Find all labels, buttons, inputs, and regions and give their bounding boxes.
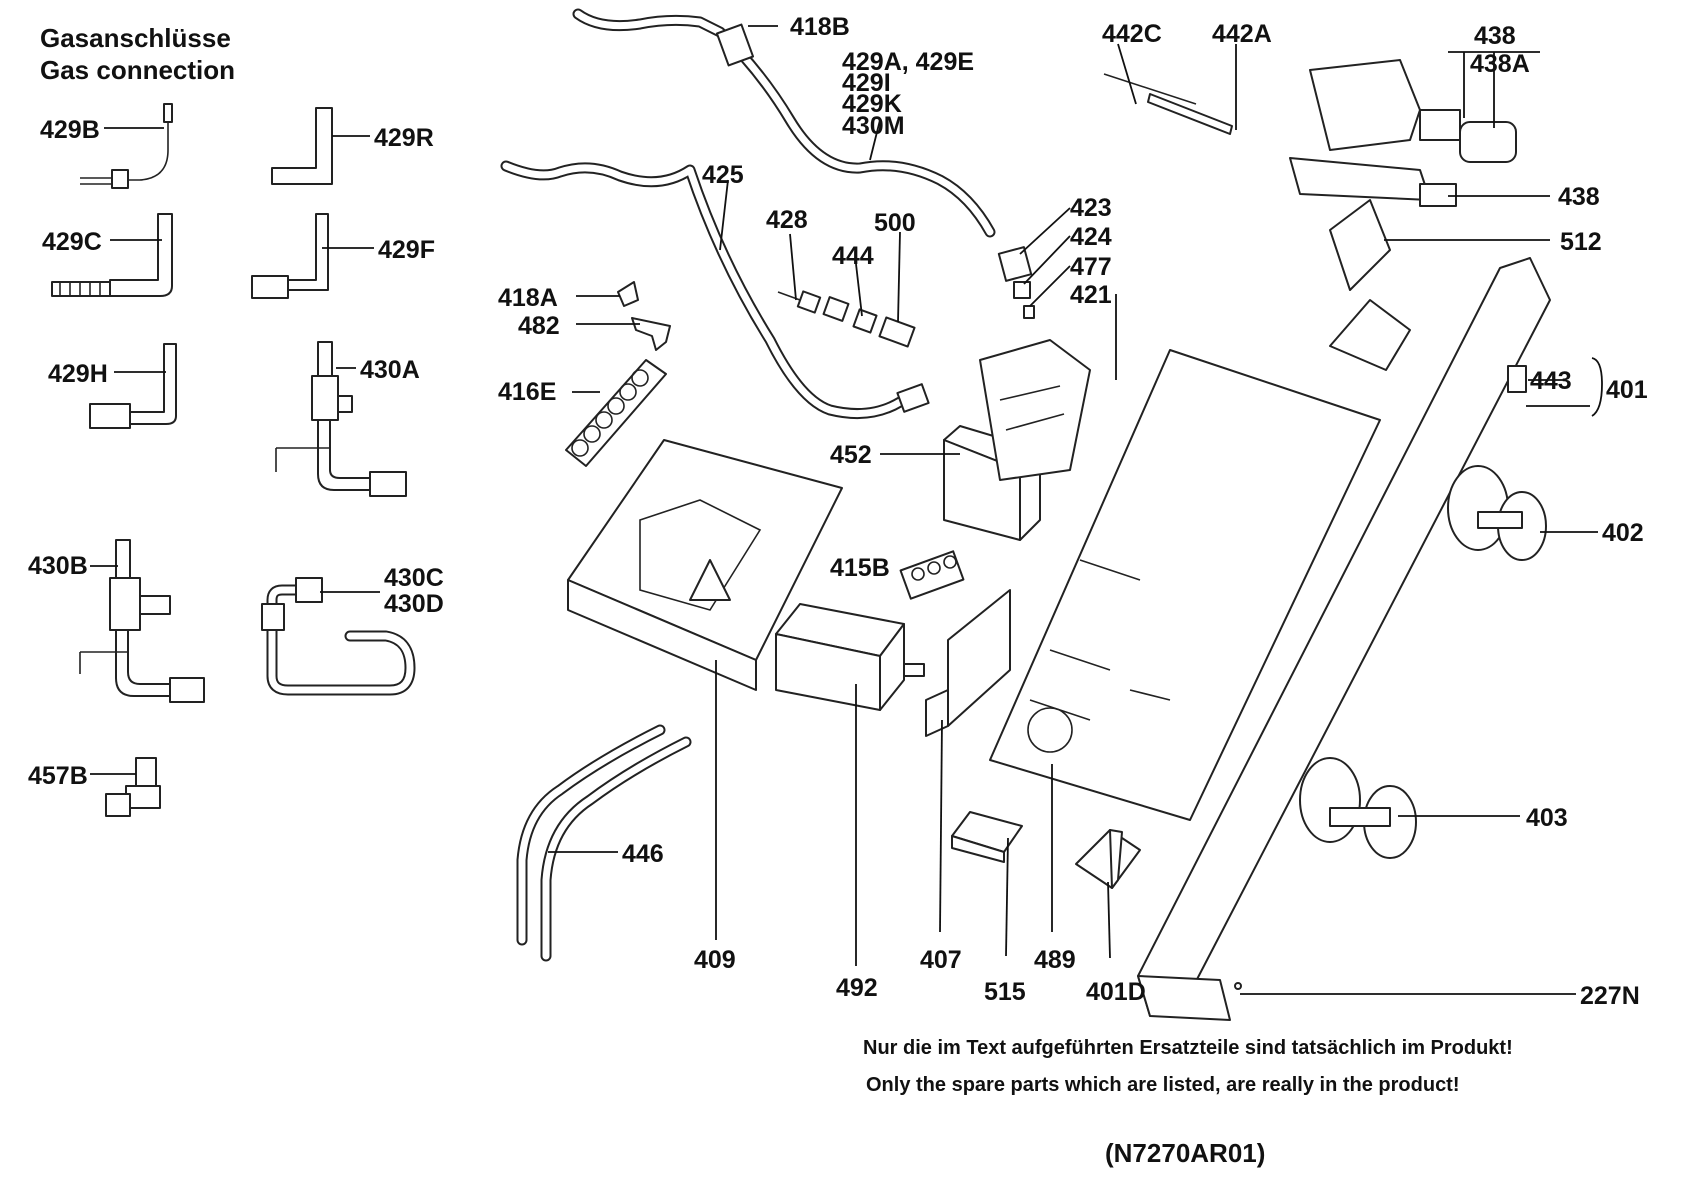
- gas-hoses-446: [516, 724, 692, 962]
- fitting-429R: [271, 107, 333, 185]
- fitting-430B: [79, 539, 205, 703]
- circuit-board-489: [989, 349, 1381, 821]
- heading-english: Gas connection: [40, 55, 236, 85]
- callout-421: 421: [1070, 281, 1112, 309]
- callout-515: 515: [984, 978, 1026, 1006]
- spring-482: [631, 317, 671, 351]
- ignitor-438: [1309, 59, 1517, 163]
- callout-512: 512: [1560, 228, 1602, 256]
- callout-429I: 429I: [842, 69, 891, 97]
- bracket-upper: [1329, 299, 1411, 371]
- callout-429K: 429K: [842, 90, 902, 118]
- drawing-number: (N7270AR01): [1105, 1138, 1266, 1168]
- callout-477: 477: [1070, 253, 1112, 281]
- knob-402: [1447, 465, 1547, 561]
- terminal-block-416E: [565, 359, 667, 467]
- callout-489: 489: [1034, 946, 1076, 974]
- heading-german: Gasanschlüsse: [40, 23, 231, 53]
- fitting-430A: [275, 341, 407, 497]
- fascia-panel-401: [1137, 257, 1551, 1021]
- note-german: Nur die im Text aufgeführten Ersatzteile…: [863, 1037, 1513, 1059]
- cover-409: [567, 439, 843, 691]
- callout-482: 482: [518, 312, 560, 340]
- callout-457B: 457B: [28, 762, 88, 790]
- ignitor-rods-442: [1103, 73, 1233, 135]
- callout-500: 500: [874, 209, 916, 237]
- callout-428: 428: [766, 206, 808, 234]
- callout-444: 444: [832, 242, 874, 270]
- terminal-block-415B: [899, 550, 965, 600]
- bracket-401D: [1075, 829, 1141, 889]
- callout-443: 443: [1530, 367, 1572, 395]
- callout-423: 423: [1070, 194, 1112, 222]
- callout-416E: 416E: [498, 378, 556, 406]
- callout-429C: 429C: [42, 228, 102, 256]
- callout-442A: 442A: [1212, 20, 1272, 48]
- callout-424: 424: [1070, 223, 1112, 251]
- callout-429B: 429B: [40, 116, 100, 144]
- screw-227N: [1234, 982, 1242, 990]
- callout-438-top: 438: [1474, 22, 1516, 50]
- bracket-512: [1329, 199, 1391, 291]
- callout-430D: 430D: [384, 590, 444, 618]
- callout-415B: 415B: [830, 554, 890, 582]
- callout-429H: 429H: [48, 360, 108, 388]
- callout-492: 492: [836, 974, 878, 1002]
- gas-connection-heading: Gasanschlüsse Gas connection: [40, 22, 235, 86]
- bracket-407: [925, 589, 1011, 737]
- fitting-429C: [51, 213, 173, 297]
- callout-446: 446: [622, 840, 664, 868]
- nut-423-424-477: [997, 246, 1035, 319]
- callout-442C: 442C: [1102, 20, 1162, 48]
- fitting-429F: [251, 213, 329, 299]
- holder-515: [951, 811, 1023, 863]
- fitting-429B: [80, 103, 173, 189]
- callout-429F: 429F: [378, 236, 435, 264]
- pipe-418B-429A: [572, 8, 996, 238]
- callout-403: 403: [1526, 804, 1568, 832]
- callout-438A: 438A: [1470, 50, 1530, 78]
- spark-plug-438: [1289, 157, 1457, 207]
- callout-401D: 401D: [1086, 978, 1146, 1006]
- callout-227N: 227N: [1580, 982, 1640, 1010]
- callout-438: 438: [1558, 183, 1600, 211]
- fitting-429H: [89, 343, 177, 429]
- knob-403: [1299, 757, 1417, 859]
- button-443: [1507, 365, 1527, 393]
- callout-430C: 430C: [384, 564, 444, 592]
- pipe-425: [500, 160, 930, 420]
- fitting-457B: [105, 757, 161, 817]
- clip-418A: [617, 281, 639, 307]
- callout-429A-429E: 429A, 429E: [842, 48, 974, 76]
- callout-418B: 418B: [790, 13, 850, 41]
- callout-409: 409: [694, 946, 736, 974]
- callout-402: 402: [1602, 519, 1644, 547]
- callout-430B: 430B: [28, 552, 88, 580]
- callout-425: 425: [702, 161, 744, 189]
- callout-429R: 429R: [374, 124, 434, 152]
- valve-assembly: [979, 339, 1091, 481]
- callout-418A: 418A: [498, 284, 558, 312]
- callout-430A: 430A: [360, 356, 420, 384]
- callout-430M: 430M: [842, 112, 905, 140]
- callout-452: 452: [830, 441, 872, 469]
- callout-407: 407: [920, 946, 962, 974]
- callout-labels: 418B 429A, 429E 429I 429K 430M 442C 442A…: [28, 13, 1648, 1010]
- ignition-parts-428-444-500: [777, 290, 916, 348]
- note-english: Only the spare parts which are listed, a…: [866, 1074, 1460, 1096]
- fitting-430C-430D: [261, 577, 416, 696]
- switch-492: [775, 603, 925, 711]
- callout-401: 401: [1606, 376, 1648, 404]
- leader-lines: [90, 25, 1603, 995]
